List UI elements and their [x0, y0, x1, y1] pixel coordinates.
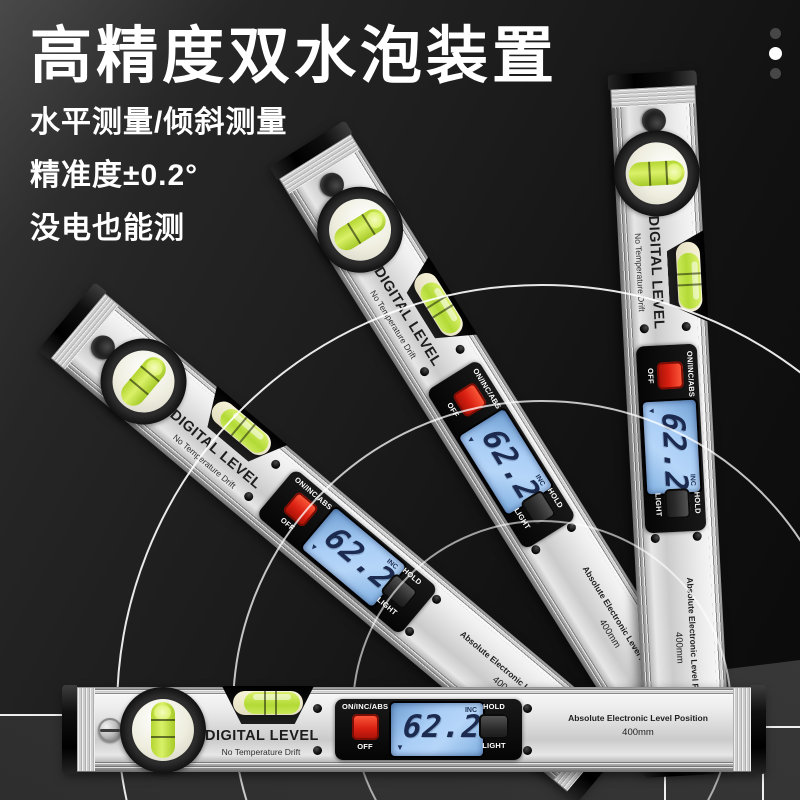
vial-tick: [664, 160, 668, 185]
vial-tick: [151, 736, 175, 739]
vial-tick: [129, 378, 149, 396]
power-button: [656, 360, 684, 390]
round-bubble-vial: [120, 686, 206, 773]
hold-button-column: HOLD LIGHT: [646, 480, 703, 529]
brand-block: DIGITAL LEVEL No Temperature Drift: [205, 728, 319, 757]
grid-line: [0, 714, 64, 716]
grid-line: [757, 726, 800, 728]
vial-tick: [139, 365, 160, 383]
lcd-mode-indicator: INC: [464, 707, 477, 714]
control-panel: ON/INC/ABS OFF INC ▼ 62.2° HOLD LIGHT: [635, 343, 707, 534]
carousel-dot-active[interactable]: [768, 47, 782, 60]
level-end-ribs: [733, 688, 751, 771]
lcd-display: INC ▼ 62.2°: [391, 703, 503, 756]
headline-block: 高精度双水泡装置 水平测量/倾斜测量 精准度±0.2° 没电也能测: [30, 18, 558, 255]
digital-level-tool: DIGITAL LEVEL No Temperature Drift ON/IN…: [62, 685, 766, 774]
horizontal-vial-bubble: [677, 252, 702, 309]
hold-light-button: [664, 488, 691, 520]
footer-line1: Absolute Electronic Level Position: [568, 713, 708, 723]
off-label: OFF: [645, 367, 656, 384]
hold-light-button: [479, 714, 509, 739]
product-footer-text: Absolute Electronic Level Position 400mm: [561, 713, 715, 738]
vial-tick: [151, 719, 175, 722]
subtitle-1: 水平测量/倾斜测量: [30, 106, 288, 139]
round-vial-window: [624, 140, 690, 206]
round-vial-bubble: [151, 701, 175, 758]
on-inc-abs-label: ON/INC/ABS: [342, 702, 389, 711]
level-end-cap: [62, 685, 77, 774]
vial-tick: [263, 691, 266, 715]
brand-block: DIGITAL LEVEL No Temperature Drift: [632, 215, 667, 330]
page-title: 高精度双水泡装置: [30, 22, 559, 91]
light-label: LIGHT: [653, 492, 664, 517]
power-button-column: ON/INC/ABS OFF: [342, 702, 388, 757]
footer-line2: 400mm: [622, 727, 654, 738]
screw-dot: [313, 704, 322, 713]
round-vial-window: [132, 698, 194, 761]
subtitle-2: 精准度±0.2°: [30, 159, 199, 192]
hold-label: HOLD: [692, 491, 703, 514]
grid-line: [664, 771, 666, 800]
light-label: LIGHT: [482, 741, 506, 750]
vial-tick: [275, 691, 277, 715]
brand-title: DIGITAL LEVEL: [205, 728, 319, 744]
lcd-marker-icon: ▼: [396, 743, 404, 752]
carousel-dots: [768, 28, 782, 87]
screw-dot: [523, 704, 532, 713]
hold-label: HOLD: [482, 702, 506, 711]
screw-dot: [523, 746, 532, 755]
hold-button-column: HOLD LIGHT: [471, 702, 517, 757]
power-button: [351, 714, 379, 740]
hanging-hole-screw: [98, 717, 122, 742]
horizontal-vial-tube: [675, 241, 703, 312]
level-end-cap: [751, 685, 766, 774]
horizontal-vial-tube: [233, 691, 303, 715]
round-vial-bubble: [116, 351, 172, 411]
horizontal-vial-bubble: [244, 692, 301, 714]
on-inc-abs-label: ON/INC/ABS: [685, 350, 697, 398]
power-button-column: ON/INC/ABS OFF: [639, 350, 697, 400]
subtitle-3: 没电也能测: [30, 212, 185, 245]
vial-tick: [647, 161, 652, 186]
control-panel: ON/INC/ABS OFF INC ▼ 62.2° HOLD LIGHT: [335, 699, 522, 760]
level-end-ribs: [77, 688, 95, 771]
off-label: OFF: [357, 742, 373, 751]
brand-tagline: No Temperature Drift: [221, 747, 301, 757]
level-horizontal: DIGITAL LEVEL No Temperature Drift ON/IN…: [62, 685, 766, 774]
round-vial-bubble: [628, 159, 686, 187]
carousel-dot[interactable]: [769, 28, 781, 39]
screw-dot: [313, 746, 322, 755]
carousel-dot[interactable]: [769, 68, 781, 79]
